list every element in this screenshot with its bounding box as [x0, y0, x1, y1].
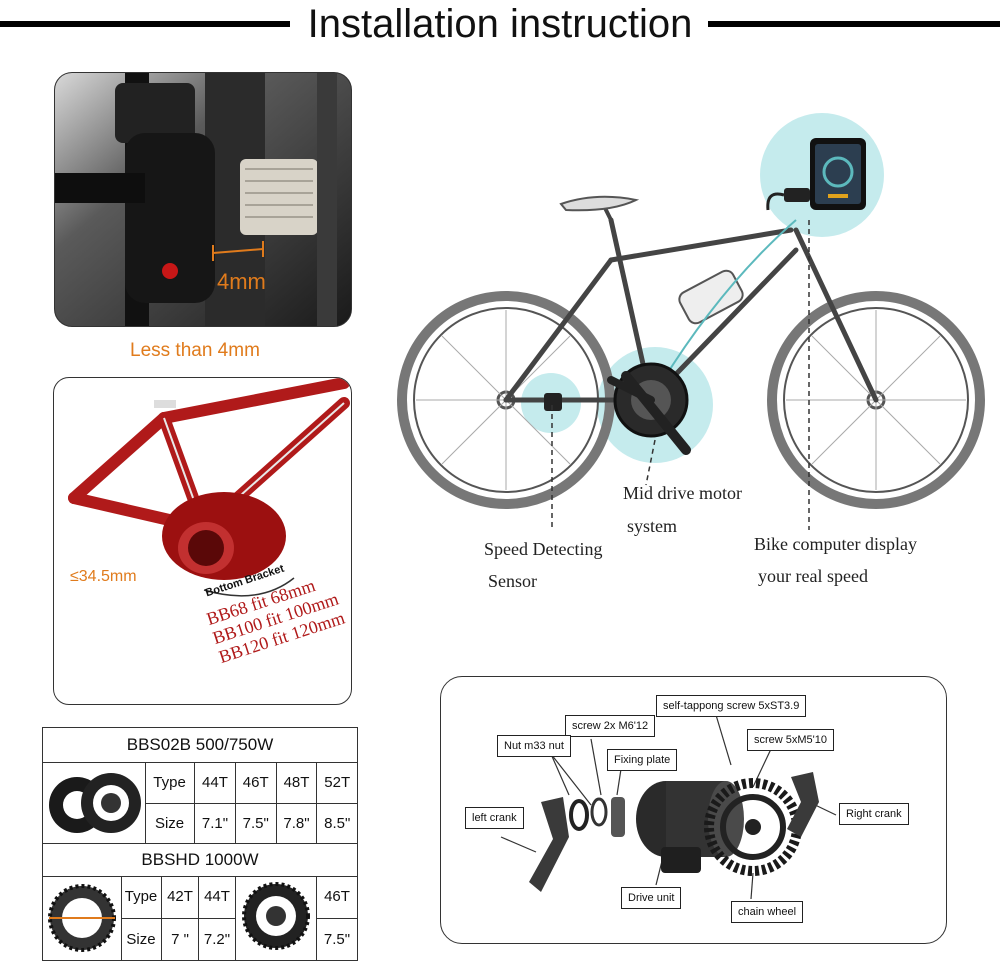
mid-drive-label-1: Mid drive motor [623, 483, 742, 503]
bbshd-title: BBSHD 1000W [43, 843, 357, 877]
mid-drive-label-2: system [627, 516, 678, 536]
exploded-parts-panel: self-tappong screw 5xST3.9 screw 2x M6'1… [440, 676, 947, 944]
bbs02b-type-46: 46T [234, 763, 277, 804]
sensor-photo-illustration [55, 73, 351, 326]
bbshd-type-label: Type [121, 876, 162, 919]
bbs02b-size-label: Size [145, 802, 196, 844]
self-tapping-screw-label: self-tappong screw 5xST3.9 [656, 695, 807, 717]
bbs02b-size-44: 7.1" [194, 802, 236, 844]
drive-unit-label: Drive unit [621, 887, 682, 909]
bbshd-type-44: 44T [198, 876, 236, 919]
gap-measure-label: 4mm [217, 269, 266, 294]
speed-sensor-label-1: Speed Detecting [484, 539, 603, 559]
screw-m5-label: screw 5xM5'10 [747, 729, 835, 751]
bbs02b-title: BBS02B 500/750W [43, 728, 357, 763]
bbshd-type-42: 42T [161, 876, 199, 919]
gap-caption: Less than 4mm [130, 340, 260, 361]
bbs02b-size-46: 7.5" [234, 802, 277, 844]
speed-sensor-label-2: Sensor [488, 571, 537, 591]
bbs02b-type-44: 44T [194, 763, 236, 804]
bbs02b-size-52: 8.5" [316, 802, 357, 844]
exploded-parts-illustration [500, 714, 837, 900]
bbs02b-type-52: 52T [316, 763, 357, 804]
bbshd-size-label: Size [121, 917, 162, 960]
display-label-2: your real speed [758, 566, 868, 586]
bbshd-chainring-image-a [43, 876, 122, 960]
bbshd-size-42: 7 " [161, 917, 199, 960]
title-rule-left [0, 21, 290, 27]
bbs02b-type-label: Type [145, 763, 196, 804]
bbshd-size-46: 7.5" [316, 917, 357, 960]
bike-diagram [397, 113, 985, 530]
chain-wheel-label: chain wheel [731, 901, 804, 923]
page-title: Installation instruction [307, 2, 693, 46]
bbs02b-size-table: Type 44T 46T 48T 52T Size 7.1" 7.5" 7.8"… [145, 763, 357, 844]
right-crank-label: Right crank [839, 803, 909, 825]
bbs02b-type-48: 48T [275, 763, 318, 804]
bbshd-type-46: 46T [316, 876, 357, 919]
chainring-spec-table: BBS02B 500/750W Type 44T 46T 48T 52T Siz… [42, 727, 358, 961]
bbs02b-size-48: 7.8" [275, 802, 318, 844]
bottom-bracket-panel: ≤34.5mm Bottom Bracket BB68 fit 68mm BB1… [53, 377, 352, 705]
fixing-plate-label: Fixing plate [607, 749, 678, 771]
nut-m33-label: Nut m33 nut [497, 735, 571, 757]
frame-illustration [68, 378, 350, 597]
sensor-gap-photo: 4mm [54, 72, 352, 327]
bbshd-size-table: Type 42T 44T 46T Size 7 " 7.2" 7.5" [121, 876, 357, 960]
display-label-1: Bike computer display [754, 534, 917, 554]
screw-m6-label: screw 2x M6'12 [565, 715, 656, 737]
bb-diameter-label: ≤34.5mm [70, 568, 137, 585]
title-rule-right [708, 21, 1000, 27]
bbshd-chainring-image-b [235, 876, 317, 960]
bbshd-size-44: 7.2" [198, 917, 236, 960]
left-crank-label: left crank [465, 807, 524, 829]
bbs02b-chainring-image [43, 763, 146, 843]
